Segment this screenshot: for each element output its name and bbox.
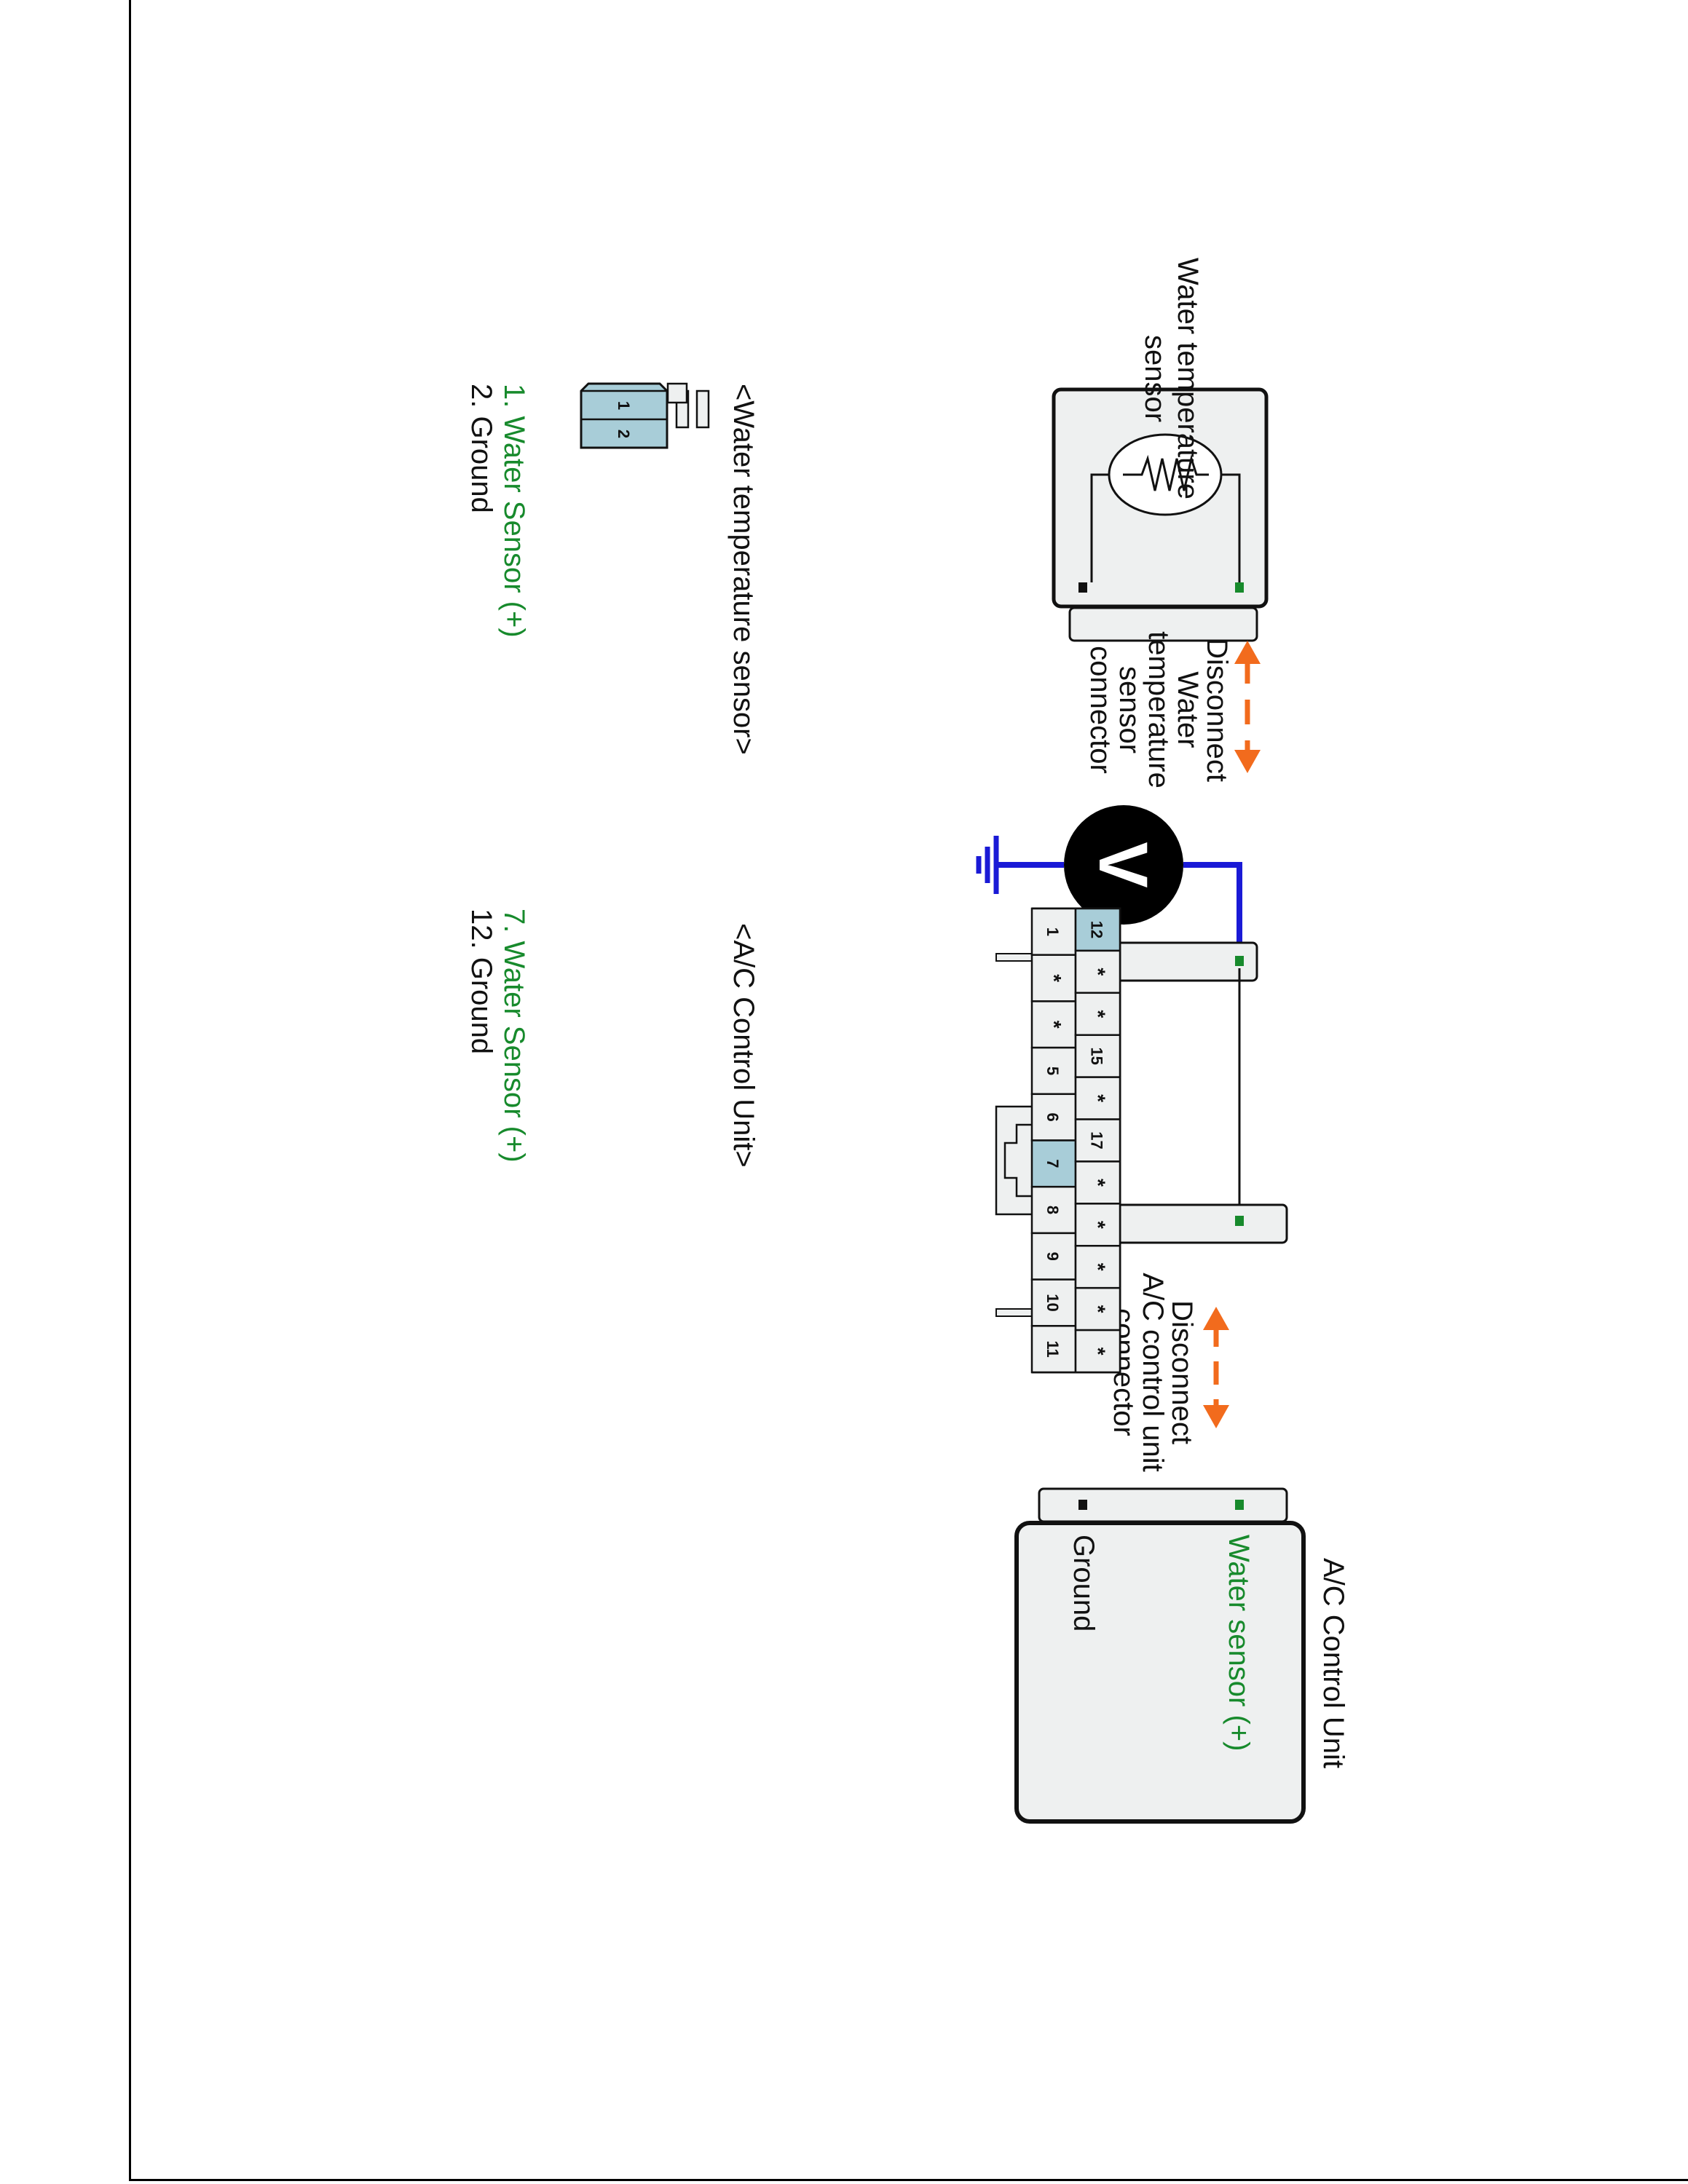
acu-pin-black [1078, 1500, 1087, 1510]
acu-connector-lock [995, 1105, 1034, 1216]
acu-connector-lock-detail [1003, 1123, 1033, 1198]
acu-water-sensor-label: Water sensor (+) [1223, 1535, 1255, 1751]
acu-connector-top-row-pin-label: * [1043, 1021, 1065, 1029]
acu-connector-bottom-row-cell [1074, 1329, 1121, 1374]
acu-pin-green [1235, 1500, 1244, 1510]
page-frame [129, 0, 1688, 2181]
double-arrow-icon [1234, 641, 1261, 773]
sensor-label-line2: sensor [1139, 335, 1171, 422]
acu-connector-top-row-pin-label: 11 [1044, 1341, 1062, 1358]
disconnect-sensor-line-3: temperature [1143, 631, 1175, 788]
sensor-connector-tab-1 [695, 389, 710, 429]
acu-connector-top-row-pin-label: 5 [1044, 1067, 1062, 1075]
acu-connector-top-row-pin-label: 9 [1044, 1252, 1062, 1261]
acu-connector-view: <A/C Control Unit> 1 * * 5 6 7 8 9 10 11 12 * * 15 * 17… [465, 907, 1121, 1374]
water-temp-sensor: Water temperature sensor [1052, 258, 1269, 642]
acu-connector-bottom-row-pin-label: * [1087, 1179, 1110, 1187]
disconnect-acu-line-1: Disconnect [1166, 1300, 1198, 1444]
sensor-pin-2-label: 2 [615, 430, 633, 438]
acu-connector-grid: 1 * * 5 6 7 8 9 10 11 12 * * 15 * 17 * * * * * [995, 907, 1121, 1374]
acu-connector-title: <A/C Control Unit> [727, 923, 760, 1168]
acu-legend-1: 7. Water Sensor (+) [498, 909, 530, 1163]
acu-connector-top-row-pin-label: 6 [1044, 1113, 1062, 1122]
acu-connector-strip [1038, 1487, 1288, 1523]
disconnect-sensor-label: Disconnect Water temperature sensor conn… [1084, 631, 1233, 788]
sensor-connector-view: <Water temperature sensor> 1 2 1. Water … [465, 382, 760, 755]
sensor-connector-title: <Water temperature sensor> [727, 384, 760, 755]
sensor-legend-1: 1. Water Sensor (+) [498, 384, 530, 638]
resistor-icon [1123, 454, 1209, 491]
acu-connector-guide-pin [995, 953, 1033, 962]
disconnect-sensor-line-1: Disconnect [1201, 638, 1233, 782]
sensor-connector-strip [1068, 606, 1258, 642]
ac-control-unit: A/C Control Unit Water sensor (+) Ground [1014, 1487, 1349, 1824]
acu-connector-bottom-row-pin-label: * [1087, 1263, 1110, 1271]
acu-connector-bottom-row-pin-label: 17 [1088, 1131, 1106, 1149]
disconnect-acu-line-2: A/C control unit [1137, 1273, 1169, 1471]
disconnect-sensor-line-4: sensor [1113, 666, 1145, 753]
harness-pin-green-2 [1235, 1216, 1244, 1226]
acu-connector-bottom-row-pin-label: * [1087, 1010, 1110, 1018]
acu-connector-guide-pin [995, 1308, 1033, 1317]
harness-pin-green-1 [1235, 956, 1244, 966]
acu-body [1014, 1521, 1306, 1824]
acu-connector-bottom-row-pin-label: * [1087, 1094, 1110, 1102]
disconnect-acu-label: Disconnect A/C control unit connector [1108, 1273, 1198, 1471]
sensor-pin-1-label: 1 [615, 401, 633, 410]
acu-connector-top-row-pin-label: 7 [1044, 1159, 1062, 1168]
acu-connector-top-row-pin-label: 8 [1044, 1206, 1062, 1214]
acu-connector-bottom-row-pin-label: 12 [1088, 921, 1106, 938]
acu-connector-top-row-pin-label: 10 [1044, 1294, 1062, 1311]
sensor-pin-green [1235, 582, 1244, 593]
voltmeter: V [976, 805, 1242, 961]
acu-connector-bottom-row-pin-label: * [1087, 1305, 1110, 1313]
voltmeter-probe-wire [1183, 862, 1242, 961]
acu-connector-bottom-row-pin-label: * [1087, 968, 1110, 976]
acu-ground-label: Ground [1068, 1535, 1100, 1631]
double-arrow-icon [1203, 1307, 1229, 1428]
disconnect-sensor-line-2: Water [1172, 671, 1204, 748]
ground-icon [976, 836, 999, 894]
acu-legend-2: 12. Ground [465, 909, 497, 1054]
acu-title: A/C Control Unit [1317, 1558, 1349, 1768]
voltmeter-icon [1064, 805, 1183, 925]
acu-connector-top-row-pin-label: * [1043, 974, 1065, 982]
sensor-pin-black [1078, 582, 1087, 593]
sensor-connector-latch [666, 382, 688, 404]
acu-connector-bottom-row-pin-label: * [1087, 1348, 1110, 1356]
acu-connector-top-row-pin-label: 1 [1044, 927, 1062, 936]
acu-connector-bottom-row-pin-label: * [1087, 1221, 1110, 1229]
disconnect-sensor-line-5: connector [1084, 646, 1116, 774]
sensor-legend-2: 2. Ground [465, 384, 497, 513]
sensor-label-line1: Water temperature [1172, 258, 1204, 499]
acu-connector-bottom-row-pin-label: 15 [1088, 1047, 1106, 1064]
voltmeter-symbol: V [1084, 842, 1162, 887]
